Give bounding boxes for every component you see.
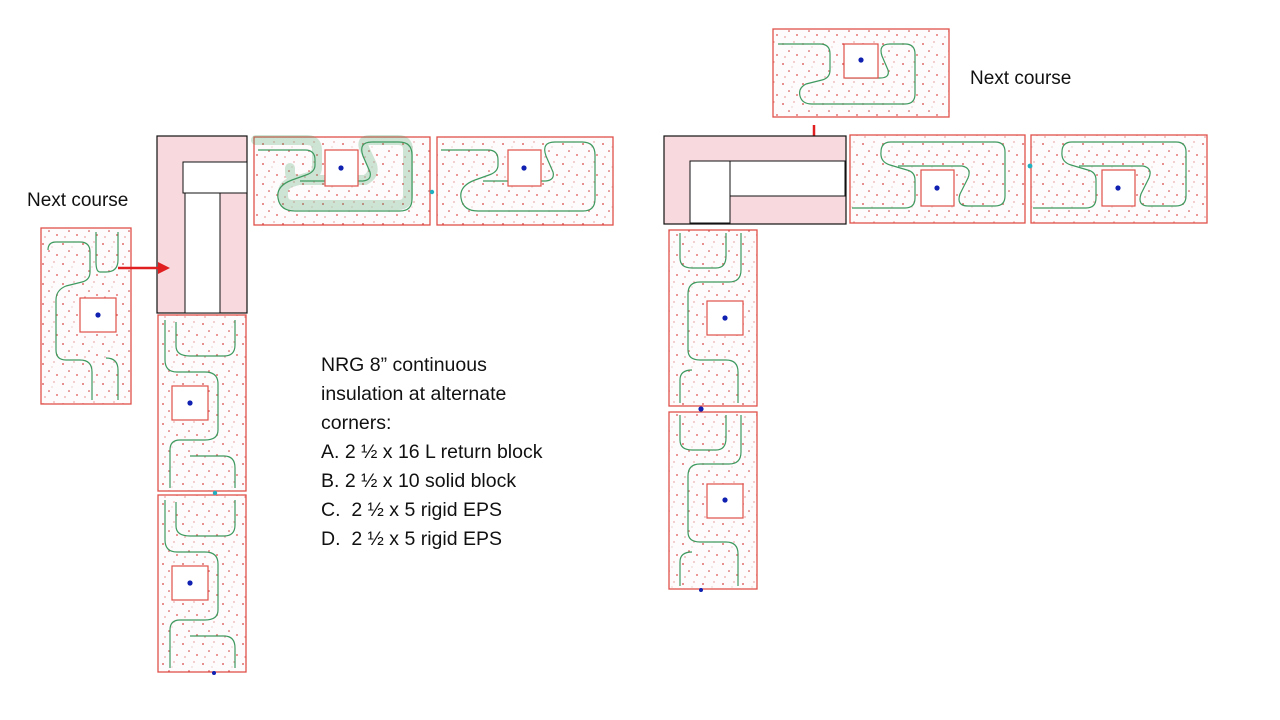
right-vertical-block-1 xyxy=(668,229,758,407)
right-next-course-block xyxy=(772,28,950,118)
left-arrow xyxy=(118,262,170,274)
notes-line: NRG 8” continuous xyxy=(321,354,487,376)
left-vertical-block-1 xyxy=(157,314,247,492)
left-top-block-1 xyxy=(251,135,431,226)
notes-line: corners: xyxy=(321,412,392,434)
left-top-block-2 xyxy=(436,136,614,226)
notes-line: A. 2 ½ x 16 L return block xyxy=(321,441,543,463)
notes-line: C. 2 ½ x 5 rigid EPS xyxy=(321,499,502,521)
next-course-label-right: Next course xyxy=(970,68,1072,89)
next-course-label-left: Next course xyxy=(27,190,129,211)
notes-line: insulation at alternate xyxy=(321,383,507,405)
right-corner-piece xyxy=(663,135,847,225)
left-vertical-block-2 xyxy=(157,494,247,673)
left-next-course-block xyxy=(40,227,132,405)
right-vertical-block-2 xyxy=(668,411,758,590)
notes-line: B. 2 ½ x 10 solid block xyxy=(321,470,517,492)
notes-line: D. 2 ½ x 5 rigid EPS xyxy=(321,528,502,550)
right-top-block-2 xyxy=(1030,134,1208,224)
corner-notes: NRG 8” continuous insulation at alternat… xyxy=(321,351,542,554)
right-top-block-1 xyxy=(849,134,1026,224)
left-corner-piece xyxy=(156,135,248,314)
